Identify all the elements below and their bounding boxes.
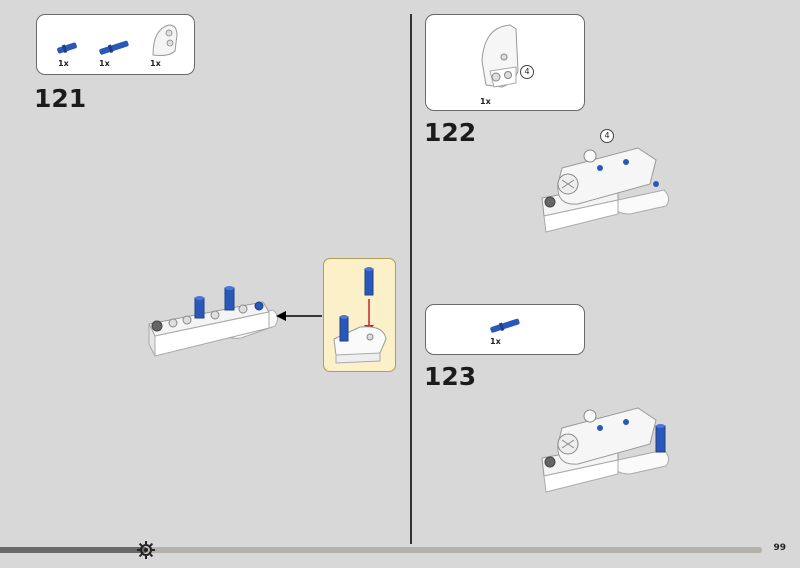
- quantity-callout-circle: 4: [520, 65, 534, 79]
- arrow-left-icon: [276, 311, 322, 321]
- progress-bar: [0, 547, 762, 553]
- model-callout-circle: 4: [600, 129, 614, 143]
- column-divider: [410, 14, 412, 544]
- part-qty: 1x: [58, 59, 69, 68]
- page-number: 99: [773, 543, 786, 553]
- white-panel-icon: [481, 24, 519, 88]
- gear-progress-icon: [137, 541, 155, 559]
- white-liftarm-icon: [152, 24, 178, 56]
- step-number-122: 122: [424, 118, 477, 147]
- parts-panel-122: 4 1x: [425, 14, 585, 111]
- subassembly-model: [333, 267, 387, 364]
- blue-axle-pin-icon: [490, 318, 520, 333]
- part-qty: 1x: [490, 337, 501, 346]
- step-number-123: 123: [424, 362, 477, 391]
- blue-pin-icon: [57, 42, 77, 54]
- assembly-model-123: [541, 407, 670, 493]
- subassembly-callout: [323, 258, 396, 372]
- step-number-121: 121: [34, 84, 87, 113]
- parts-panel-123: 1x: [425, 304, 585, 355]
- assembly-model-121: [148, 286, 279, 357]
- part-qty: 1x: [99, 59, 110, 68]
- part-qty: 1x: [480, 97, 491, 106]
- parts-panel-121: 1x 1x 1x: [36, 14, 195, 75]
- blue-axle-pin-icon: [99, 40, 129, 55]
- part-qty: 1x: [150, 59, 161, 68]
- assembly-model-122: [541, 147, 670, 233]
